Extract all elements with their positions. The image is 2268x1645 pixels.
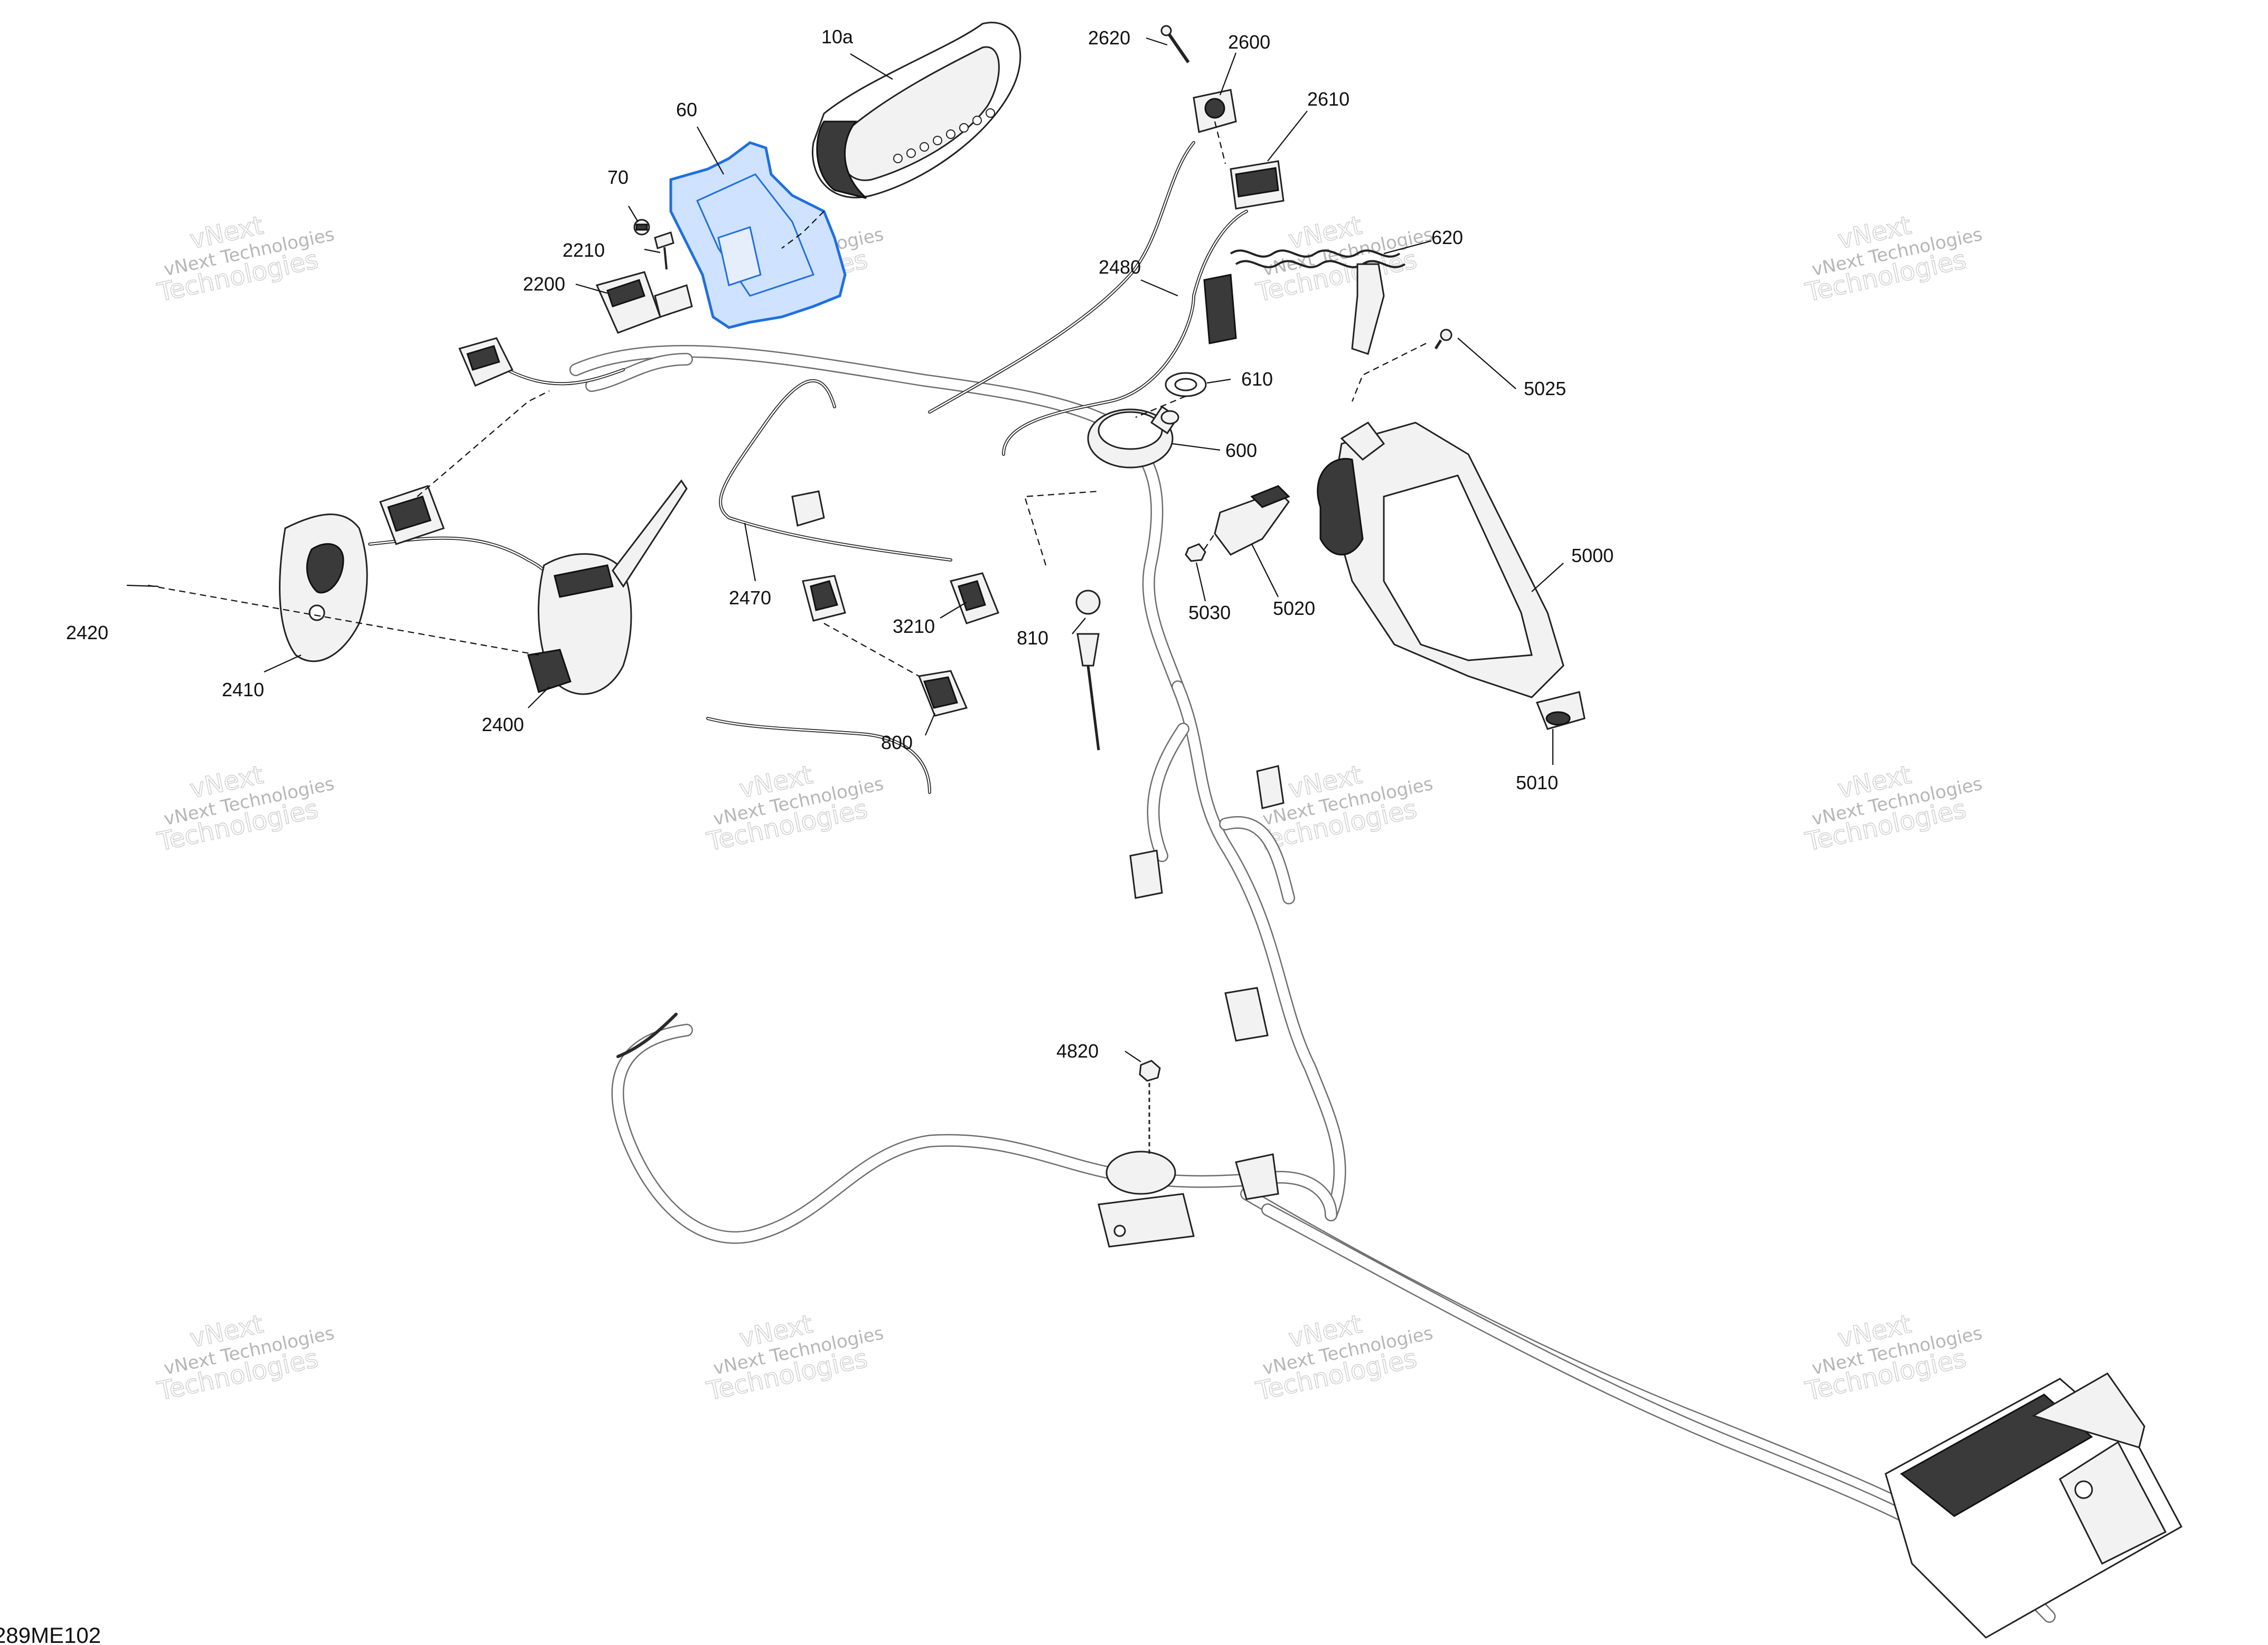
watermark: vNext vNext Technologies Technologies bbox=[1802, 1309, 1984, 1407]
part-800-sensor[interactable] bbox=[917, 670, 968, 717]
battery-box bbox=[1885, 1372, 2183, 1639]
callout-label-2480: 2480 bbox=[1099, 256, 1141, 278]
part-5030-nut[interactable] bbox=[1185, 543, 1206, 562]
part-3210-connector[interactable] bbox=[950, 572, 999, 624]
part-5000-ecu-module[interactable] bbox=[1317, 422, 1564, 698]
harness-connector-left[interactable] bbox=[458, 337, 514, 387]
callout-label-620: 620 bbox=[1431, 227, 1463, 248]
wire-switch bbox=[368, 536, 561, 599]
callout-label-3210: 3210 bbox=[893, 615, 935, 637]
watermark: vNext vNext Technologies Technologies bbox=[704, 1309, 885, 1407]
callout-label-2420: 2420 bbox=[66, 622, 108, 643]
watermark: vNext vNext Technologies Technologies bbox=[1802, 760, 1984, 858]
watermark: vNext vNext Technologies Technologies bbox=[1253, 1309, 1435, 1407]
wire-2470 bbox=[719, 379, 952, 562]
part-610-retaining-ring[interactable] bbox=[1165, 372, 1207, 397]
part-600-ignition-switch[interactable] bbox=[1087, 405, 1179, 469]
callout-label-5000: 5000 bbox=[1571, 545, 1614, 566]
callout-label-600: 600 bbox=[1225, 440, 1257, 461]
callout-label-810: 810 bbox=[1017, 627, 1048, 649]
part-sensor-connector[interactable] bbox=[802, 575, 846, 622]
callout-label-10a: 10a bbox=[821, 26, 854, 48]
callout-label-5025: 5025 bbox=[1524, 378, 1566, 399]
callout-label-610: 610 bbox=[1241, 368, 1273, 390]
part-2400-control-switch[interactable] bbox=[527, 479, 688, 695]
callout-label-800: 800 bbox=[881, 732, 913, 753]
watermark: vNext vNext Technologies Technologies bbox=[154, 210, 336, 309]
part-4820-nut[interactable] bbox=[1139, 1060, 1161, 1082]
part-620-tether-cord[interactable] bbox=[1203, 249, 1406, 355]
callout-label-2400: 2400 bbox=[482, 714, 524, 735]
part-5010-grommet[interactable] bbox=[1535, 691, 1586, 730]
watermark: vNext vNext Technologies Technologies bbox=[154, 1309, 336, 1407]
callout-labels: 10a 60 70 2210 2200 2620 2600 2610 620 2… bbox=[66, 26, 1614, 1062]
starter-solenoid bbox=[1098, 1083, 1195, 1248]
callout-label-5030: 5030 bbox=[1188, 602, 1231, 623]
watermark: vNext vNext Technologies Technologies bbox=[704, 760, 885, 858]
wire-battery-left bbox=[616, 1013, 678, 1058]
callout-label-2210: 2210 bbox=[563, 239, 605, 261]
callout-label-4820: 4820 bbox=[1056, 1040, 1099, 1062]
part-70-screw[interactable] bbox=[633, 219, 650, 236]
part-5020-bracket[interactable] bbox=[1214, 485, 1290, 556]
part-60-display-bracket[interactable] bbox=[669, 141, 847, 329]
part-5025-screw[interactable] bbox=[1434, 329, 1452, 350]
figure-code: 289ME102 bbox=[0, 1623, 101, 1645]
callout-label-2600: 2600 bbox=[1228, 31, 1270, 53]
part-2620-screw[interactable] bbox=[1160, 25, 1190, 63]
part-2470-connector[interactable] bbox=[791, 490, 825, 527]
callout-label-2200: 2200 bbox=[523, 273, 565, 295]
callout-label-2470: 2470 bbox=[729, 587, 771, 609]
main-wiring-harness bbox=[569, 345, 2056, 1623]
harness-connector-mid bbox=[1129, 765, 1285, 1200]
switch-harness-connector[interactable] bbox=[379, 485, 445, 545]
part-2610-button[interactable] bbox=[1230, 160, 1285, 210]
part-2200-connector[interactable] bbox=[595, 271, 693, 334]
wire-2480 bbox=[928, 141, 1195, 414]
thin-wires bbox=[368, 141, 1248, 1058]
watermarks: vNext vNext Technologies Technologies vN… bbox=[154, 210, 1984, 1407]
harness-lower-left-branch bbox=[611, 1024, 1337, 1244]
callout-label-2410: 2410 bbox=[222, 679, 264, 700]
part-2600-switch[interactable] bbox=[1193, 89, 1237, 133]
leader-lines bbox=[126, 37, 1564, 1062]
callout-label-2610: 2610 bbox=[1307, 88, 1349, 110]
part-2210-fastener[interactable] bbox=[654, 231, 674, 270]
callout-label-70: 70 bbox=[607, 166, 629, 188]
callout-label-60: 60 bbox=[676, 99, 697, 120]
callout-label-5020: 5020 bbox=[1273, 597, 1315, 619]
watermark: vNext vNext Technologies Technologies bbox=[154, 760, 336, 858]
callout-label-5010: 5010 bbox=[1516, 772, 1558, 793]
part-2410-lever-housing[interactable] bbox=[279, 513, 368, 662]
display-buttons bbox=[893, 108, 995, 163]
part-10a-display[interactable] bbox=[812, 22, 1021, 199]
assembly-lines bbox=[147, 121, 1427, 677]
callout-label-2620: 2620 bbox=[1088, 27, 1130, 49]
part-810-plug[interactable] bbox=[1075, 590, 1101, 751]
watermark: vNext vNext Technologies Technologies bbox=[1802, 210, 1984, 309]
